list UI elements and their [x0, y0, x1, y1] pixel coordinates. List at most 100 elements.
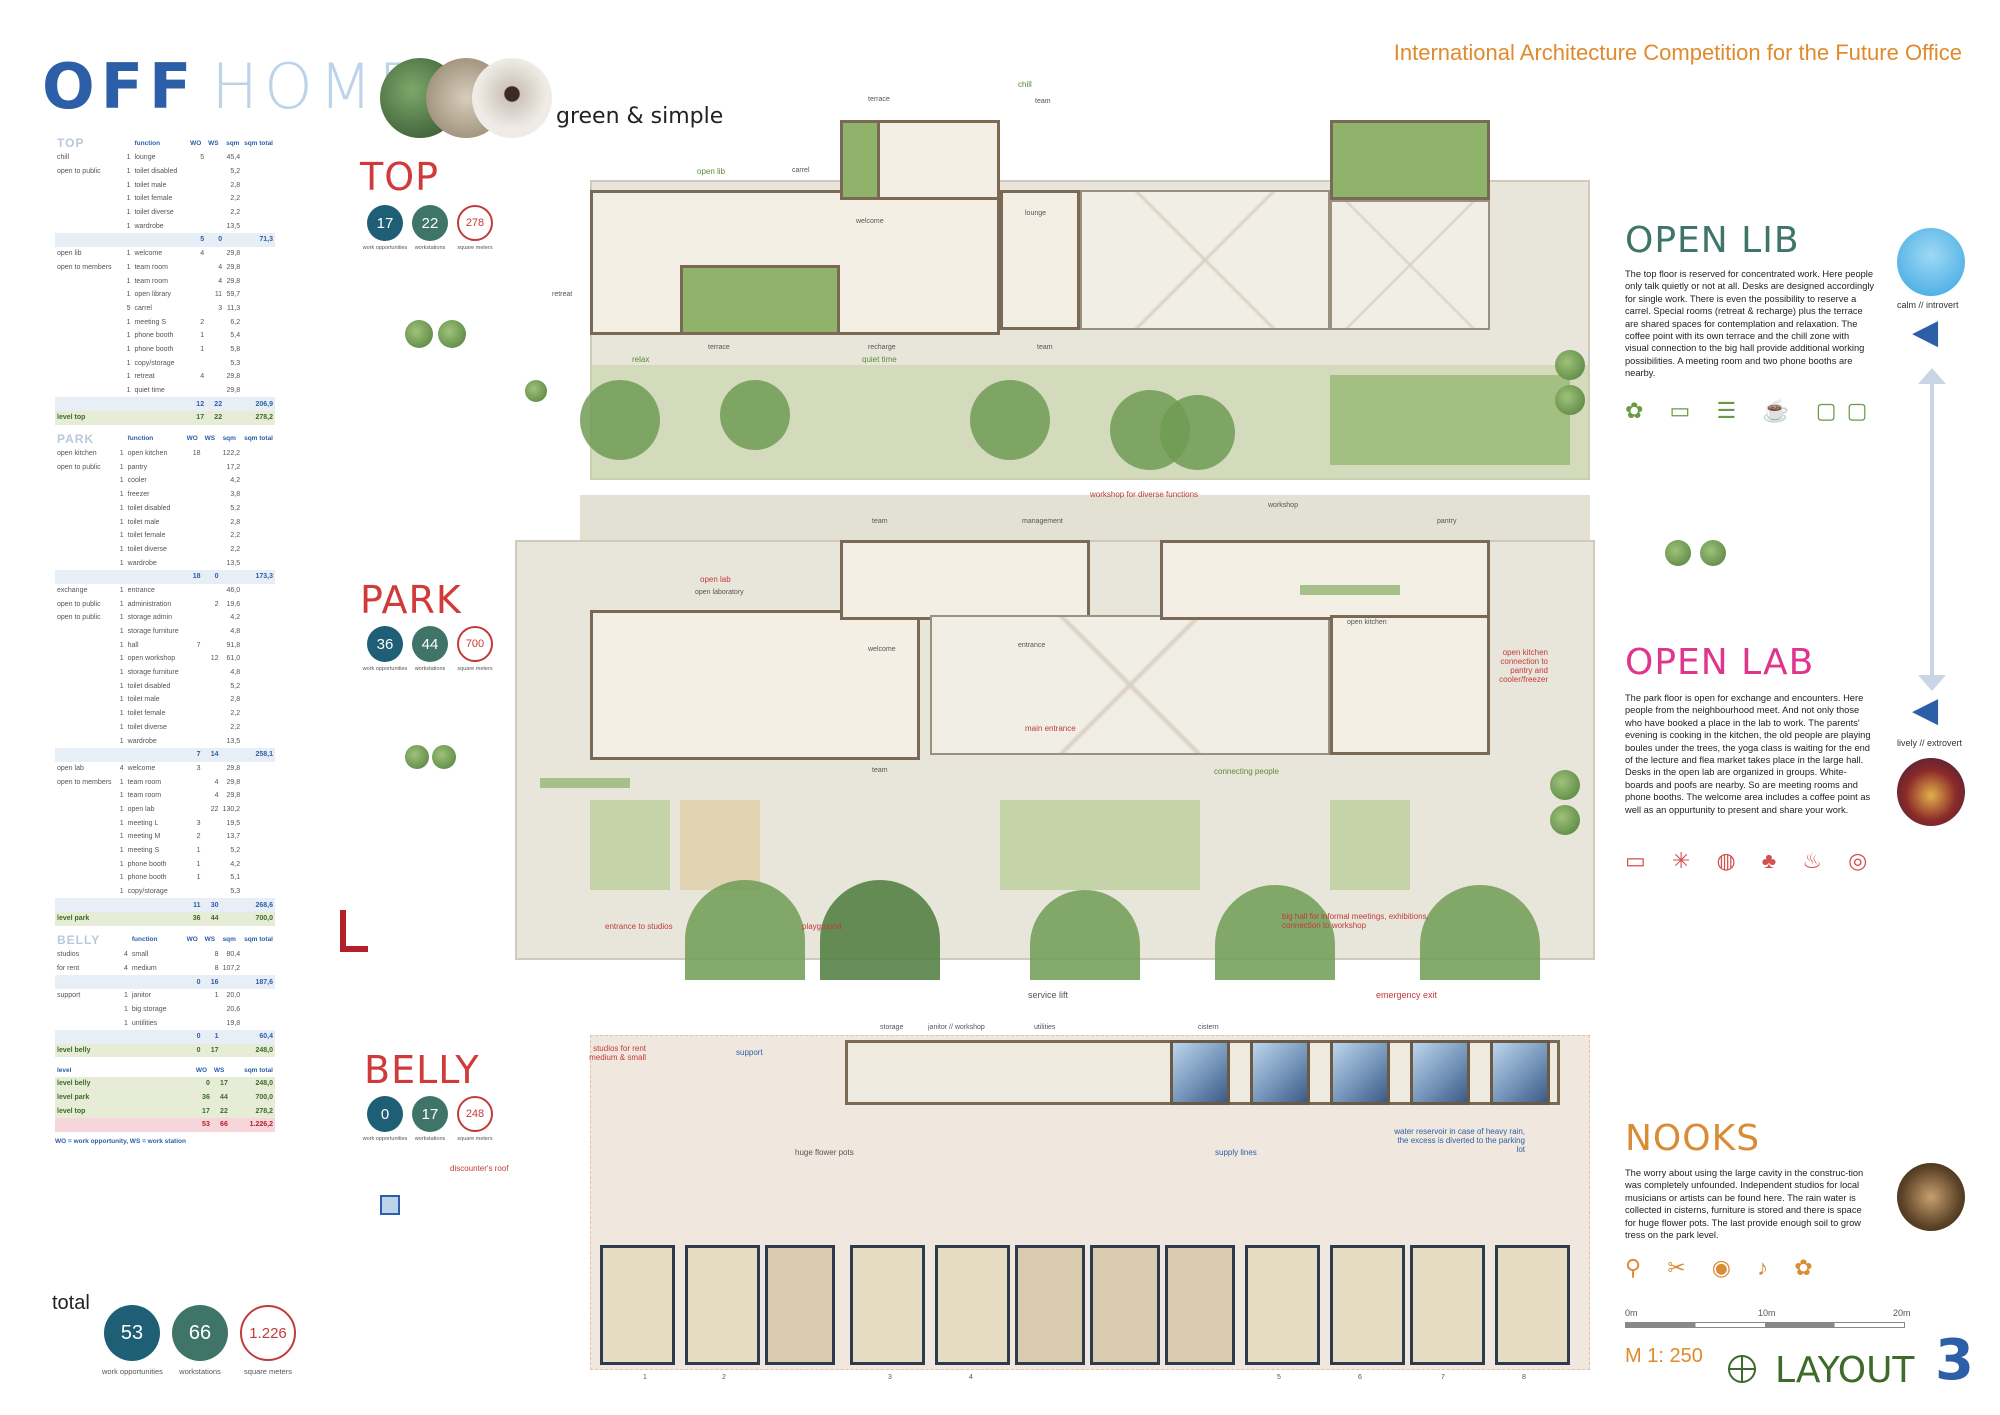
flower-pot	[1090, 1245, 1160, 1365]
label-team-2: team	[1037, 344, 1053, 351]
section-title: TOP	[57, 136, 85, 150]
tree-canopy	[970, 380, 1050, 460]
cistern	[1490, 1040, 1550, 1105]
label-workshop: workshop	[1268, 502, 1298, 509]
label-connecting-people: connecting people	[1214, 767, 1279, 776]
level-title-top: TOP	[360, 155, 440, 199]
tree	[1550, 805, 1580, 835]
flower-pot	[1015, 1245, 1085, 1365]
park-workshop	[1160, 540, 1490, 620]
tree-canopy	[820, 880, 940, 980]
lift-symbol	[380, 1195, 400, 1215]
tree	[1555, 385, 1585, 415]
label-entrance-studios: entrance to studios	[605, 922, 673, 931]
label-huge-pots: huge flower pots	[795, 1148, 854, 1157]
park-entry-arrow	[340, 910, 368, 952]
tree	[1665, 540, 1691, 566]
tree	[405, 320, 433, 348]
label-management: management	[1022, 518, 1063, 525]
label-big-hall: big hall for informal meetings, exhibiti…	[1282, 912, 1429, 930]
label-terrace-2: terrace	[708, 344, 730, 351]
tree-canopy	[1030, 890, 1140, 980]
open-lib-text: The top floor is reserved for concentrat…	[1625, 269, 1875, 379]
open-lib-title: OPEN LIB	[1625, 220, 1800, 261]
tree-canopy	[720, 380, 790, 450]
studio-number: 6	[1358, 1374, 1362, 1381]
studio-number: 2	[722, 1374, 726, 1381]
open-lib-icons: ✿ ▭ ☰ ☕ ▢▢	[1625, 398, 1878, 423]
studio-3	[850, 1245, 925, 1365]
park-arrow-left	[540, 778, 630, 788]
label-water-reservoir: water reservoir in case of heavy rain, t…	[1394, 1127, 1525, 1154]
label-open-kitchen: open kitchen	[1347, 619, 1387, 626]
studio-number: 8	[1522, 1374, 1526, 1381]
park-open-kitchen	[1330, 615, 1490, 755]
cistern	[1250, 1040, 1310, 1105]
park-arrow-right	[1300, 585, 1400, 595]
section-title: BELLY	[57, 932, 101, 947]
top-stair	[1000, 190, 1080, 330]
park-hall-grid	[930, 615, 1330, 755]
label-open-kitchen-note: open kitchen connection to pantry and co…	[1499, 648, 1548, 684]
park-lawn-3	[1330, 800, 1410, 890]
competition-title: International Architecture Competition f…	[1393, 40, 1962, 65]
coffee-photo	[472, 58, 552, 138]
studio-2	[685, 1245, 760, 1365]
label-pantry: pantry	[1437, 518, 1457, 525]
label-storage: storage	[880, 1024, 904, 1031]
cistern	[1330, 1040, 1390, 1105]
tree	[438, 320, 466, 348]
label-carrel: carrel	[792, 167, 810, 174]
level-title-belly: BELLY	[364, 1048, 480, 1092]
nooks-photo	[1897, 1163, 1965, 1231]
label-service-lift: service lift	[1028, 990, 1069, 1000]
label-entrance: entrance	[1018, 642, 1046, 649]
speaker-loud-icon: ◀	[1912, 691, 1939, 729]
tree-canopy	[1160, 395, 1235, 470]
top-lawn-right	[1330, 375, 1570, 465]
studio-number: 1	[643, 1374, 647, 1381]
top-terrace	[840, 120, 880, 200]
arrow-down-icon	[1918, 675, 1946, 691]
table-note: WO = work opportunity, WS = work station	[55, 1137, 186, 1145]
label-main-entrance: main entrance	[1025, 724, 1076, 733]
label-lounge: lounge	[1025, 210, 1047, 217]
tagline: green & simple	[556, 104, 724, 129]
label-emergency-exit: emergency exit	[1376, 990, 1438, 1000]
tree-canopy	[685, 880, 805, 980]
label-terrace: terrace	[868, 96, 890, 103]
park-team-rooms	[840, 540, 1090, 620]
label-team: team	[872, 518, 888, 525]
arrow-up-icon	[1918, 368, 1946, 384]
